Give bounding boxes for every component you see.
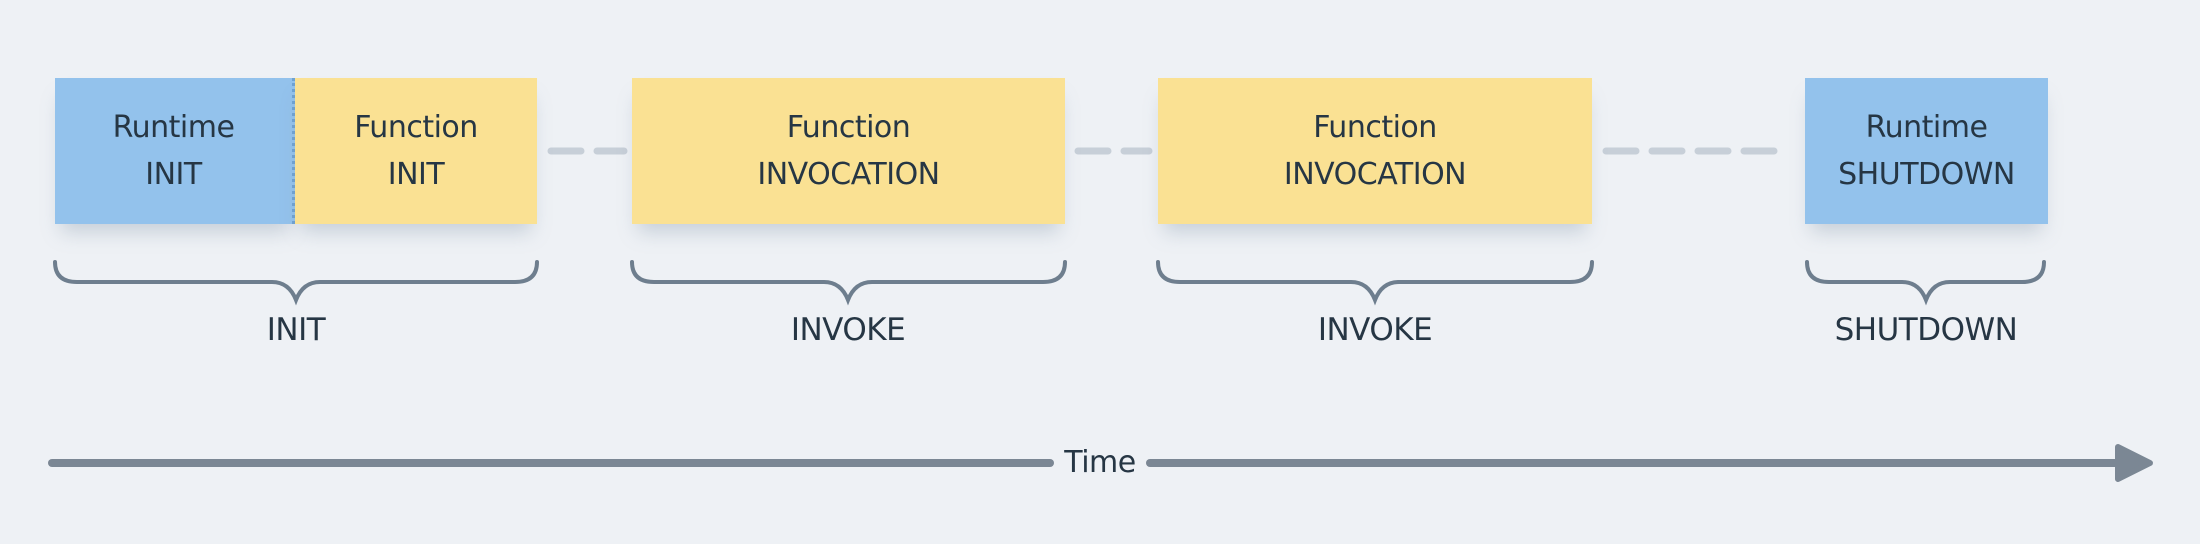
- box-label-line: INIT: [387, 157, 445, 192]
- phase-box-runtime-shutdown: Runtime SHUTDOWN: [1805, 78, 2048, 224]
- phase-label-init: INIT: [266, 312, 326, 348]
- time-axis-arrowhead: [2115, 444, 2153, 482]
- phase-label-invoke-1: INVOKE: [790, 312, 906, 348]
- phase-box-function-invocation-1: Function INVOCATION: [632, 78, 1065, 224]
- box-label-line: Function: [354, 110, 478, 145]
- brace-invoke-2: [1156, 260, 1594, 306]
- phase-label-invoke-2: INVOKE: [1317, 312, 1433, 348]
- box-label-line: INIT: [145, 157, 202, 192]
- time-axis-label: Time: [1064, 445, 1136, 480]
- brace-shutdown: [1805, 260, 2046, 306]
- box-label-line: INVOCATION: [757, 157, 940, 192]
- phase-box-function-invocation-2: Function INVOCATION: [1158, 78, 1592, 224]
- box-label-line: INVOCATION: [1283, 157, 1467, 192]
- phase-box-runtime-init: Runtime INIT: [55, 78, 295, 224]
- box-label-line: Runtime: [1865, 110, 1988, 145]
- phase-label-shutdown: SHUTDOWN: [1834, 312, 2018, 348]
- brace-init: [53, 260, 539, 306]
- box-label-line: Function: [786, 110, 911, 145]
- brace-invoke-1: [630, 260, 1067, 306]
- box-label-line: SHUTDOWN: [1838, 157, 2015, 192]
- box-label-line: Runtime: [112, 110, 235, 145]
- box-label-line: Function: [1313, 110, 1437, 145]
- phase-box-function-init: Function INIT: [295, 78, 537, 224]
